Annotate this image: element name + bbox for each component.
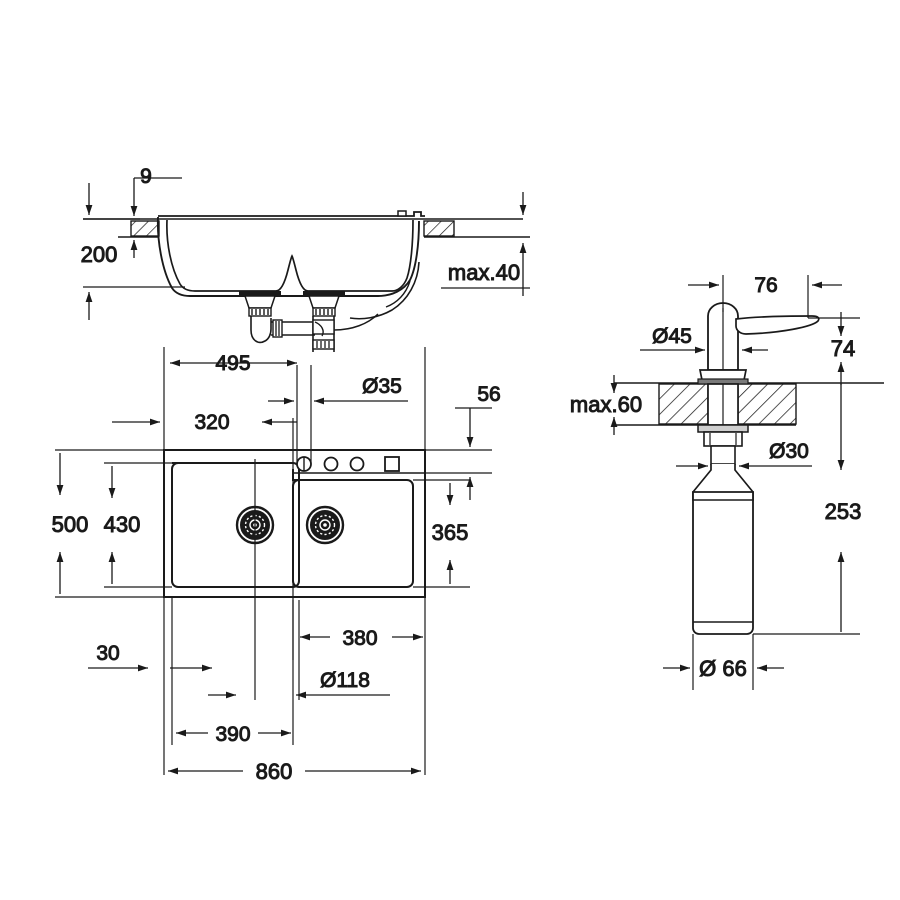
dim365-label: 365 (432, 520, 469, 545)
left-bowl-outline (171, 462, 300, 588)
dim56-label: 56 (477, 383, 500, 406)
sink-body-outline (156, 216, 420, 297)
dimd35-label: Ø35 (362, 375, 402, 398)
dim30-label: 30 (96, 642, 119, 665)
dispenser-worktop-hatch-left (658, 383, 709, 425)
dispenser-worktop-hatch-right (737, 383, 797, 425)
sink-section-view: 9 200 max.40 (80, 165, 530, 352)
connector-collar-left (272, 319, 283, 338)
worktop-hatch-left (130, 220, 160, 237)
dimension-d45: Ø45 (640, 325, 768, 370)
dimension-76: 76 (688, 274, 842, 318)
left-strainer-flange (239, 291, 281, 296)
dimd45-label: Ø45 (652, 325, 692, 348)
left-bowl-inner-wall (166, 219, 276, 292)
dimension-430: 430 (103, 466, 141, 584)
dimension-365: 365 (431, 483, 469, 584)
trap-bend (250, 316, 272, 344)
dimmax60-label: max.60 (570, 392, 642, 417)
dimension-30: 30 (88, 642, 212, 672)
dim390-label: 390 (215, 723, 250, 746)
tap-hole-accessory-2-icon (349, 456, 365, 472)
dispenser-washer (697, 424, 749, 433)
tap-hole-accessory-1-icon (323, 456, 339, 472)
dim495-label: 495 (215, 352, 250, 375)
sink-rim-profile (158, 211, 425, 217)
dispenser-lever (735, 315, 820, 335)
dimd66-label: Ø 66 (699, 656, 747, 681)
dimension-320: 320 (112, 411, 297, 435)
dimension-max60: max.60 (569, 375, 643, 435)
dimension-860: 860 (168, 759, 421, 785)
dim320-label: 320 (194, 411, 229, 434)
waste-elbow (314, 321, 324, 337)
dimension-495: 495 (170, 352, 297, 376)
sink-skirt-curve-inner (385, 280, 411, 308)
dimd118-label: Ø118 (320, 669, 370, 692)
dim500-label: 500 (52, 512, 89, 537)
right-strainer-body (307, 295, 341, 309)
dimension-d30: Ø30 (676, 440, 812, 470)
waste-trap-assembly (239, 291, 379, 352)
sink-plan-view: 495 320 Ø35 56 500 (51, 347, 501, 785)
dimension-d35: Ø35 (268, 375, 408, 405)
plan-extension-lines (55, 347, 492, 775)
dimension-d66: Ø 66 (663, 634, 784, 690)
dispenser-shank-lower (710, 445, 736, 465)
dim380-label: 380 (342, 627, 377, 650)
sink-plan-outline (163, 449, 426, 598)
dim860-label: 860 (256, 759, 293, 784)
dim74-label: 74 (831, 336, 855, 361)
dim76-label: 76 (754, 274, 777, 297)
waste-bottom-nut (312, 339, 335, 350)
dim200-label: 200 (81, 242, 118, 267)
dimension-74: 74 (808, 312, 860, 385)
tap-hole-group (296, 456, 400, 472)
dimmax40-label: max.40 (448, 260, 520, 285)
dispenser-bottle-body (692, 491, 754, 635)
dimension-56: 56 (455, 383, 501, 500)
dimension-500: 500 (51, 453, 89, 594)
sink-skirt-curve (349, 261, 420, 320)
left-strainer-body (243, 295, 277, 309)
dimension-380: 380 (300, 627, 423, 651)
drain-right-icon (305, 505, 345, 545)
soap-dispenser-view: 76 Ø45 74 max.60 Ø30 (569, 274, 884, 690)
right-bowl-inner-wall (308, 219, 414, 292)
dimension-253: 253 (753, 383, 862, 635)
dimension-d118: Ø118 (208, 669, 390, 699)
dimension-390: 390 (176, 723, 291, 747)
dimd30-label: Ø30 (769, 440, 809, 463)
dimension-9: 9 (130, 165, 182, 258)
dim9-label: 9 (140, 165, 152, 188)
dimension-max40: max.40 (441, 192, 530, 296)
dim253-label: 253 (825, 499, 862, 524)
overflow-hose (333, 313, 379, 331)
tap-hole-square-icon (384, 456, 400, 472)
dimension-200: 200 (80, 183, 185, 320)
right-strainer-flange (303, 291, 345, 296)
worktop-hatch-right (423, 220, 455, 237)
dim430-label: 430 (104, 512, 141, 537)
bowl-divider (275, 254, 309, 292)
rim-lug (397, 210, 407, 217)
